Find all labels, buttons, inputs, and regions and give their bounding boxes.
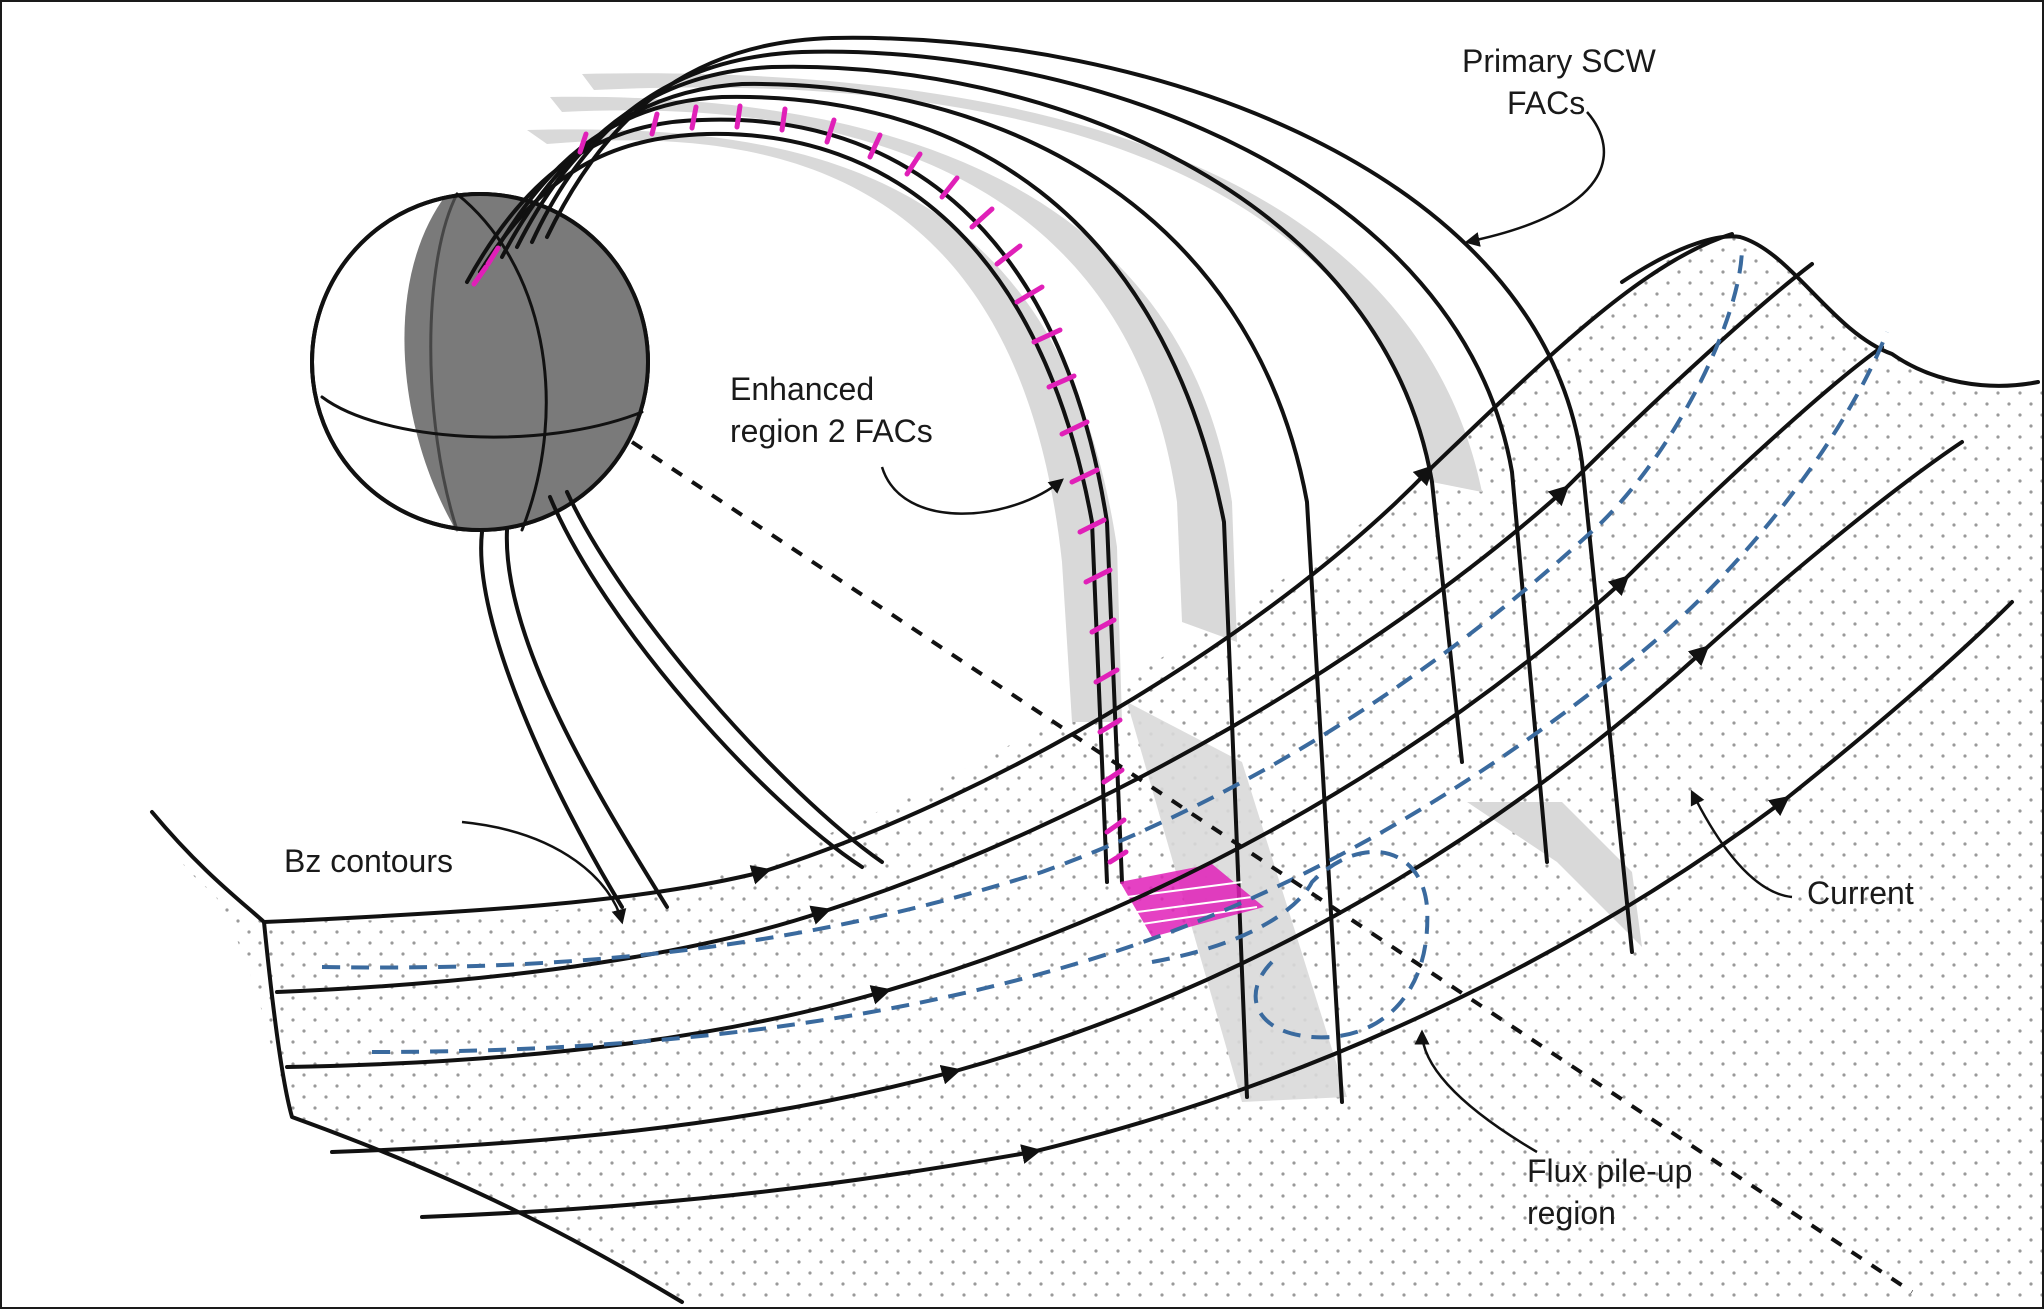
earth-globe-icon xyxy=(310,192,650,532)
label-enhanced-line2: region 2 FACs xyxy=(730,413,933,449)
label-primary-scw-line2: FACs xyxy=(1507,85,1585,121)
label-flux-line2: region xyxy=(1527,1195,1616,1231)
label-leaders xyxy=(461,111,1793,1154)
label-bz-contours: Bz contours xyxy=(284,843,453,879)
plasma-sheet-currents xyxy=(262,232,2014,1219)
primary-scw-loops xyxy=(490,35,1634,1104)
sun-earth-line xyxy=(630,440,1914,1294)
label-enhanced-line1: Enhanced xyxy=(730,371,874,407)
bz-contours xyxy=(321,246,1889,1054)
label-current: Current xyxy=(1807,875,1914,911)
label-flux-line1: Flux pile-up xyxy=(1527,1153,1692,1189)
label-primary-scw-line1: Primary SCW xyxy=(1462,43,1657,79)
